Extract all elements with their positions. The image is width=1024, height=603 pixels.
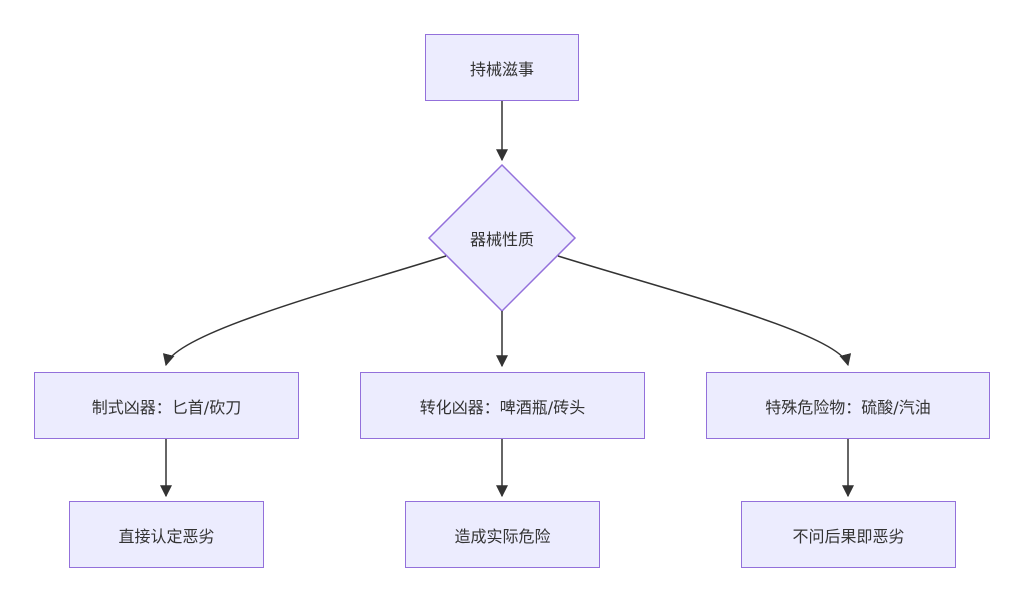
outcome-node-2: 造成实际危险 — [405, 501, 600, 568]
category-node-1: 制式凶器：匕首/砍刀 — [34, 372, 299, 439]
category-node-2: 转化凶器：啤酒瓶/砖头 — [360, 372, 645, 439]
outcome-node-1: 直接认定恶劣 — [69, 501, 264, 568]
edge-decision-to-branch-3 — [557, 255, 852, 367]
category-node-1-label: 制式凶器：匕首/砍刀 — [91, 397, 242, 417]
outcome-node-3-label: 不问后果即恶劣 — [792, 526, 905, 546]
decision-node-label: 器械性质 — [469, 230, 534, 249]
edge-decision-to-branch-1 — [162, 255, 447, 367]
category-node-3-label: 特殊危险物：硫酸/汽油 — [765, 397, 931, 417]
start-node: 持械滋事 — [425, 34, 579, 101]
category-node-3: 特殊危险物：硫酸/汽油 — [706, 372, 990, 439]
outcome-node-3: 不问后果即恶劣 — [741, 501, 956, 568]
outcome-node-2-label: 造成实际危险 — [454, 526, 551, 546]
start-node-label: 持械滋事 — [469, 59, 534, 79]
outcome-node-1-label: 直接认定恶劣 — [118, 526, 215, 546]
category-node-2-label: 转化凶器：啤酒瓶/砖头 — [419, 397, 586, 417]
